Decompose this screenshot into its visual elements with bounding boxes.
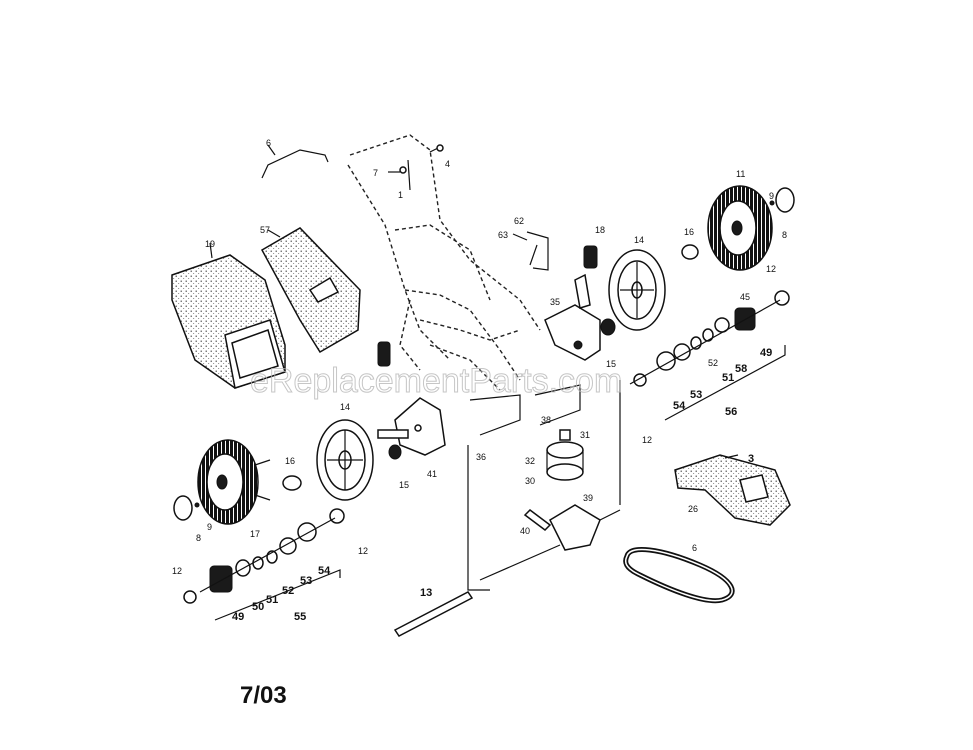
wheel-hub-14-left — [316, 419, 374, 501]
wheel-17-left — [197, 439, 271, 525]
label-58: 58 — [735, 363, 747, 375]
watermark: eReplacementParts.com — [250, 362, 622, 400]
label-26: 26 — [688, 504, 698, 514]
label-53-right: 53 — [690, 389, 702, 401]
washer-16-right — [681, 244, 699, 260]
label-36: 36 — [476, 452, 486, 462]
label-54-right: 54 — [673, 400, 686, 412]
pulley-stack-30-32 — [546, 429, 584, 481]
label-13: 13 — [420, 587, 432, 599]
label-12-right-mid: 12 — [642, 435, 652, 445]
label-16-right: 16 — [684, 227, 694, 237]
spring-left — [377, 341, 391, 367]
part-7-bolt — [388, 144, 444, 191]
wheel-hub-14-right — [608, 249, 666, 331]
label-49-left: 49 — [232, 611, 244, 623]
wheel-11-right — [707, 185, 773, 271]
date-code: 7/03 — [240, 682, 287, 709]
label-12-right-top: 12 — [766, 264, 776, 274]
label-19: 19 — [205, 239, 215, 249]
label-6: 6 — [266, 138, 271, 148]
label-8-right: 8 — [782, 230, 787, 240]
label-7: 7 — [373, 168, 378, 178]
spring-18 — [583, 245, 598, 269]
label-16-left: 16 — [285, 456, 295, 466]
label-12-left-bottom: 12 — [172, 566, 182, 576]
part-labels: 6 7 4 1 19 57 62 63 18 35 14 16 11 9 8 1… — [172, 138, 787, 623]
label-6-belt: 6 — [692, 543, 697, 553]
cover-26 — [674, 454, 791, 526]
label-55: 55 — [294, 611, 306, 623]
label-50: 50 — [252, 601, 264, 613]
label-52-right: 52 — [708, 358, 718, 368]
label-15-right: 15 — [606, 359, 616, 369]
label-49-right: 49 — [760, 347, 772, 359]
deflector-57 — [260, 227, 361, 354]
label-1: 1 — [398, 190, 403, 200]
part-6-rod — [261, 144, 329, 179]
label-40: 40 — [520, 526, 530, 536]
hubcap-8-9-left — [173, 495, 200, 521]
axle-13 — [393, 591, 474, 637]
bracket-41 — [377, 397, 446, 456]
transmission-39 — [479, 504, 621, 581]
label-45: 45 — [740, 292, 750, 302]
label-14-right: 14 — [634, 235, 644, 245]
washer-15-right — [600, 318, 616, 336]
label-53-left: 53 — [300, 575, 312, 587]
label-17: 17 — [250, 529, 260, 539]
label-39: 39 — [583, 493, 593, 503]
label-31: 31 — [580, 430, 590, 440]
label-4: 4 — [445, 159, 450, 169]
label-30: 30 — [525, 476, 535, 486]
grass-bag-19 — [171, 242, 286, 389]
label-9-right: 9 — [769, 191, 774, 201]
label-14-left: 14 — [340, 402, 350, 412]
washer-15-left — [388, 444, 402, 460]
hubcap-8-9-right — [769, 187, 795, 213]
label-32: 32 — [525, 456, 535, 466]
label-51-right: 51 — [722, 372, 734, 384]
label-38: 38 — [541, 415, 551, 425]
label-54-left: 54 — [318, 565, 331, 577]
bracket-35 — [544, 273, 601, 361]
label-18: 18 — [595, 225, 605, 235]
label-57: 57 — [260, 225, 270, 235]
washer-16-left — [282, 475, 302, 491]
handle-assembly — [347, 134, 541, 391]
bracket-62-63 — [512, 231, 549, 271]
right-gear-stack — [629, 290, 790, 421]
label-51-left: 51 — [266, 594, 278, 606]
label-15-left: 15 — [399, 480, 409, 490]
label-62: 62 — [514, 216, 524, 226]
label-63: 63 — [498, 230, 508, 240]
label-12-left: 12 — [358, 546, 368, 556]
label-52-left: 52 — [282, 585, 294, 597]
belt-6 — [623, 547, 735, 604]
left-gear-stack — [183, 508, 345, 621]
label-56: 56 — [725, 406, 737, 418]
label-35: 35 — [550, 297, 560, 307]
label-41: 41 — [427, 469, 437, 479]
bracket-lines-center — [467, 380, 621, 591]
label-8-left: 8 — [196, 533, 201, 543]
label-3: 3 — [748, 453, 754, 465]
label-11: 11 — [736, 169, 745, 179]
label-9-left: 9 — [207, 522, 212, 532]
